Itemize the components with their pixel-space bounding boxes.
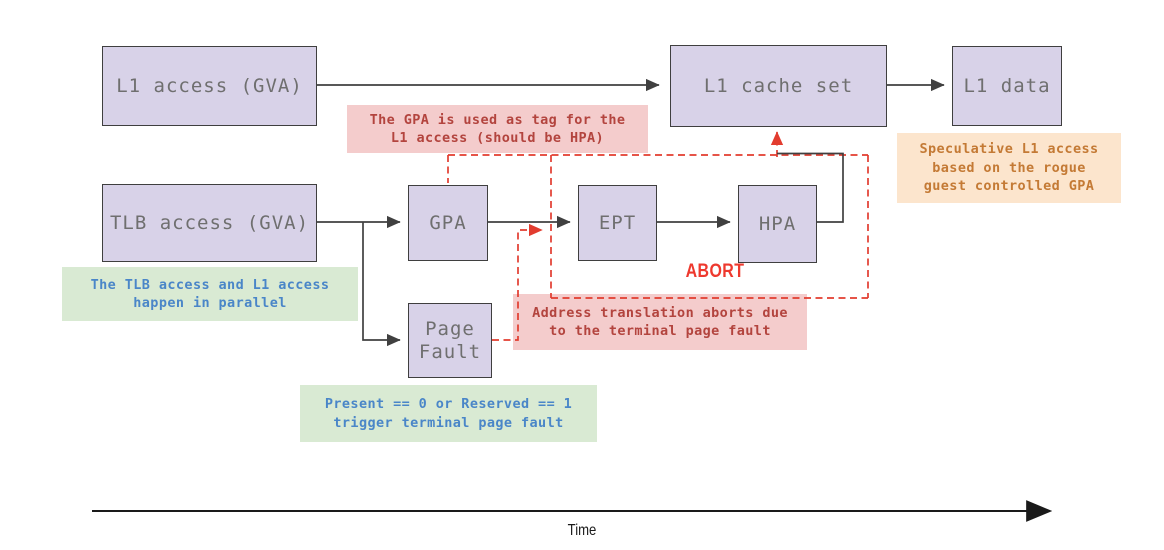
node-label: GPA [429,211,467,234]
annotation-gpa-tag: The GPA is used as tag for the L1 access… [347,105,648,153]
node-label: EPT [598,211,637,234]
node-label: HPA [758,212,797,235]
annotation-line: L1 access (should be HPA) [390,130,605,146]
node-l1-access: L1 access (GVA) [102,46,317,126]
abort-label: ABORT [685,261,745,282]
node-label: Page [425,317,475,340]
node-hpa: HPA [738,185,817,263]
annotation-speculative-access: Speculative L1 access based on the rogue… [897,133,1121,203]
node-ept: EPT [578,185,657,261]
annotation-parallel: The TLB access and L1 access happen in p… [62,267,358,321]
node-label: L1 data [963,74,1051,97]
annotation-line: to the terminal page fault [549,323,771,339]
node-label: Fault [418,340,482,363]
node-l1-data: L1 data [952,46,1062,126]
annotation-line: Speculative L1 access [919,141,1099,158]
annotation-line: guest controlled GPA [923,178,1095,195]
node-label: L1 access (GVA) [116,74,303,97]
annotation-line: The GPA is used as tag for the [369,111,626,128]
annotation-line: The TLB access and L1 access [90,276,330,293]
annotation-line: Address translation aborts due [532,304,788,321]
node-page-fault: Page Fault [408,303,492,378]
annotation-line: happen in parallel [133,295,287,311]
node-l1-cache-set: L1 cache set [670,45,887,127]
time-axis-label: Time [567,522,597,539]
annotation-abort-note: Address translation aborts due to the te… [513,294,807,350]
annotation-line: Present == 0 or Reserved == 1 [324,396,573,412]
annotation-page-fault-condition: Present == 0 or Reserved == 1 trigger te… [300,385,597,442]
node-gpa: GPA [408,185,488,261]
node-label: TLB access (GVA) [109,211,310,234]
arrow-tlb-to-pagefault [362,222,401,347]
annotation-line: trigger terminal page fault [333,414,564,431]
node-label: L1 cache set [703,74,854,97]
annotation-line: based on the rogue [932,159,1086,176]
node-tlb-access: TLB access (GVA) [102,184,317,262]
